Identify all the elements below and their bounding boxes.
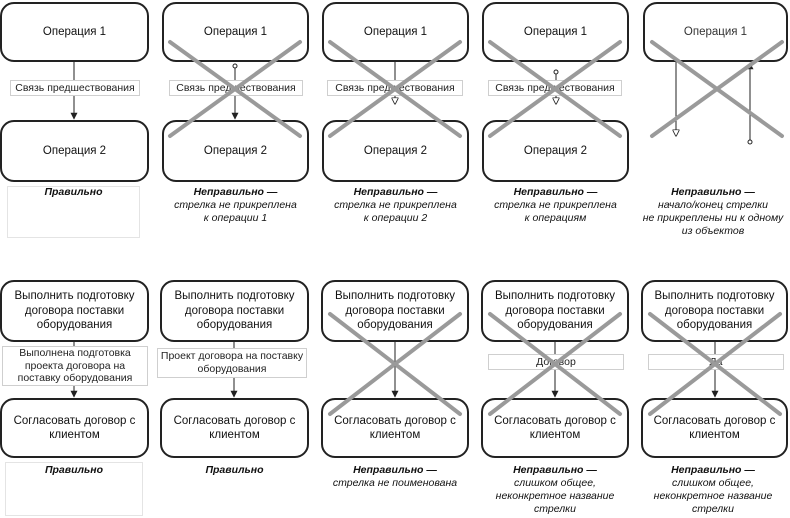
r2c4-caption-title: Неправильно —: [513, 464, 597, 476]
r1c5-cross-line: [650, 40, 784, 138]
r1c5-caption: Неправильно — начало/конец стрелки не пр…: [636, 186, 790, 239]
r2c1-top-box: Выполнить подготовку договора поставки о…: [0, 280, 149, 342]
r2c3-top-box: Выполнить подготовку договора поставки о…: [321, 280, 469, 342]
r1c3-cross-line: [328, 40, 462, 138]
r2c3-bottom-box: Согласовать договор с клиентом: [321, 398, 469, 458]
r2c2-arrow-label: Проект договора на поставку оборудования: [157, 348, 307, 378]
r1c2-caption: Неправильно — стрелка не прикреплена к о…: [158, 186, 313, 225]
r1c1-caption-title: Правильно: [44, 186, 103, 198]
r1c5-caption-line: не прикреплены ни к одному: [642, 212, 784, 225]
r1c2-arrow: [231, 63, 239, 120]
r1c2-caption-line: к операции 1: [203, 212, 268, 225]
r1-cross-marks: [168, 40, 784, 138]
r1c4-caption-line: к операциям: [524, 212, 587, 225]
r2c5-caption-line: слишком общее,: [672, 477, 754, 490]
r1c3-bottom-box: Операция 2: [322, 120, 469, 182]
r2c4-caption-line: слишком общее,: [514, 477, 596, 490]
r2c1-caption-frame: [5, 462, 143, 516]
r2c1-arrow-label: Выполнена подготовка проекта договора на…: [2, 346, 148, 386]
r2c2-top-box: Выполнить подготовку договора поставки о…: [160, 280, 309, 342]
r2c4-top-box: Выполнить подготовку договора поставки о…: [481, 280, 629, 342]
r1c2-bottom-box: Операция 2: [162, 120, 309, 182]
r2c2-caption-title: Правильно: [205, 464, 264, 476]
r1c4-bottom-box: Операция 2: [482, 120, 629, 182]
r2c5-caption-line: стрелки: [692, 503, 734, 516]
r2-cross-marks: [328, 312, 782, 416]
r2c5-top-box: Выполнить подготовку договора поставки о…: [641, 280, 788, 342]
r2c5-bottom-box: Согласовать договор с клиентом: [641, 398, 788, 458]
r1c5-caption-title: Неправильно —: [671, 186, 755, 198]
r1c4-caption-line: стрелка не прикреплена: [494, 199, 617, 212]
r2c4-caption-line: стрелки: [534, 503, 576, 516]
r1c3-caption-title: Неправильно —: [353, 186, 438, 198]
r2c5-caption-title: Неправильно —: [671, 464, 755, 476]
r2c4-caption-line: неконкретное название: [495, 490, 615, 503]
r1c5-top-box: Операция 1: [643, 2, 788, 62]
r1c5-arrows: [676, 62, 754, 145]
r2c4-bottom-box: Согласовать договор с клиентом: [481, 398, 629, 458]
r1c1-arrow-label: Связь предшествования: [10, 80, 140, 96]
r1c3-caption: Неправильно — стрелка не прикреплена к о…: [318, 186, 473, 225]
r1c2-caption-title: Неправильно —: [193, 186, 278, 198]
r2c2-caption: Правильно: [157, 464, 312, 477]
r1c4-cross-line: [488, 40, 622, 138]
r1c4-caption: Неправильно — стрелка не прикреплена к о…: [478, 186, 633, 225]
r1c3-caption-line: к операции 2: [363, 212, 428, 225]
r2c5-caption-line: неконкретное название: [653, 490, 773, 503]
r2c3-caption: Неправильно — стрелка не поименована: [316, 464, 474, 490]
r1c1-bottom-box: Операция 2: [0, 120, 149, 182]
r1c4-caption-title: Неправильно —: [513, 186, 598, 198]
r2c1-bottom-box: Согласовать договор с клиентом: [0, 398, 149, 458]
r2c4-cross-line: [488, 312, 622, 416]
r1c3-caption-line: стрелка не прикреплена: [334, 199, 457, 212]
r2c3-cross-line: [328, 312, 462, 416]
r1c5-caption-line: начало/конец стрелки: [657, 199, 768, 212]
r2c1-caption: Правильно: [5, 464, 143, 477]
r2c3-caption-title: Неправильно —: [353, 464, 437, 476]
r2c3-caption-line: стрелка не поименована: [332, 477, 458, 490]
r2c4-caption: Неправильно — слишком общее, неконкретно…: [476, 464, 634, 517]
r1c1-caption: Правильно: [7, 186, 140, 199]
r2c5-cross-line: [648, 312, 782, 416]
r2c1-caption-title: Правильно: [44, 464, 104, 476]
r1c4-arrow: [554, 69, 558, 104]
r1c2-cross-line: [168, 40, 302, 138]
r2c5-caption: Неправильно — слишком общее, неконкретно…: [636, 464, 790, 517]
r2c2-bottom-box: Согласовать договор с клиентом: [160, 398, 309, 458]
r1c1-top-box: Операция 1: [0, 2, 149, 62]
r1c2-caption-line: стрелка не прикреплена: [174, 199, 297, 212]
r1c1-caption-frame: [7, 186, 140, 238]
r1c5-caption-line: из объектов: [681, 225, 745, 238]
